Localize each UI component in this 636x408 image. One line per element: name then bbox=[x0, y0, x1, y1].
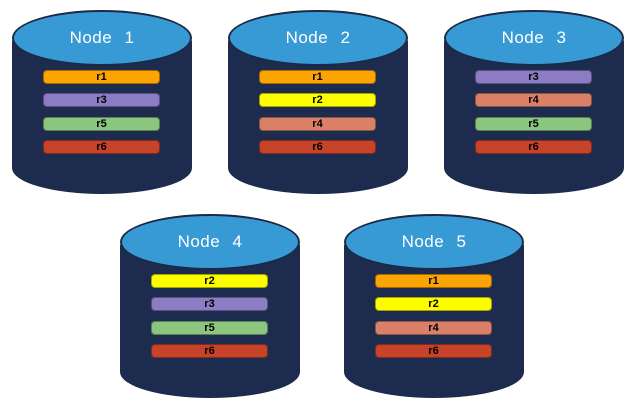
node-4-cylinder: Node 4 r2 r3 r5 r6 bbox=[120, 214, 300, 398]
node-1-cylinder-top: Node 1 bbox=[12, 10, 192, 66]
replica-bar: r2 bbox=[151, 274, 268, 288]
replica-bar: r6 bbox=[475, 140, 592, 154]
replica-bar: r2 bbox=[375, 297, 492, 311]
replica-bar: r3 bbox=[43, 93, 160, 107]
node-label: Node 1 bbox=[69, 28, 135, 47]
replica-bar: r4 bbox=[375, 321, 492, 335]
replica-bar: r4 bbox=[259, 117, 376, 131]
node-1-cylinder: Node 1 r1 r3 r5 r6 bbox=[12, 10, 192, 194]
replica-bar: r6 bbox=[375, 344, 492, 358]
replica-bar: r5 bbox=[475, 117, 592, 131]
replica-bar: r1 bbox=[375, 274, 492, 288]
replica-bar: r3 bbox=[475, 70, 592, 84]
node-5-cylinder: Node 5 r1 r2 r4 r6 bbox=[344, 214, 524, 398]
replica-bar: r1 bbox=[43, 70, 160, 84]
replica-bar: r4 bbox=[475, 93, 592, 107]
replica-bar: r6 bbox=[151, 344, 268, 358]
node-2-cylinder-top: Node 2 bbox=[228, 10, 408, 66]
node-label: Node 5 bbox=[401, 232, 467, 251]
replica-bar: r3 bbox=[151, 297, 268, 311]
node-5-cylinder-top: Node 5 bbox=[344, 214, 524, 270]
node-label: Node 2 bbox=[285, 28, 351, 47]
node-3-cylinder-top: Node 3 bbox=[444, 10, 624, 66]
node-label: Node 3 bbox=[501, 28, 567, 47]
node-4-cylinder-top: Node 4 bbox=[120, 214, 300, 270]
replica-bar: r1 bbox=[259, 70, 376, 84]
replica-bar: r2 bbox=[259, 93, 376, 107]
replica-bar: r6 bbox=[43, 140, 160, 154]
node-label: Node 4 bbox=[177, 232, 243, 251]
replica-bar: r5 bbox=[151, 321, 268, 335]
replica-bar: r6 bbox=[259, 140, 376, 154]
node-2-cylinder: Node 2 r1 r2 r4 r6 bbox=[228, 10, 408, 194]
node-3-cylinder: Node 3 r3 r4 r5 r6 bbox=[444, 10, 624, 194]
replica-bar: r5 bbox=[43, 117, 160, 131]
